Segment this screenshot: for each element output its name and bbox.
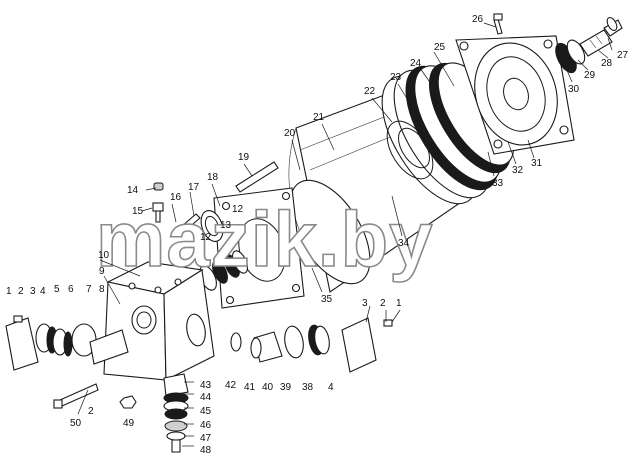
callout-14: 14: [127, 185, 139, 196]
bolt-26: [493, 13, 503, 35]
callout-24: 24: [410, 58, 422, 69]
callout-47: 47: [200, 433, 212, 444]
callout-48: 48: [200, 445, 212, 456]
callout-21: 21: [313, 112, 325, 123]
callout-2-left: 2: [18, 286, 24, 297]
callout-45: 45: [200, 406, 212, 417]
callout-labels: 26 25 24 23 22 21 20 19 18 17 16 15 14 1…: [6, 14, 629, 456]
bottom-valve-stack: [163, 373, 189, 453]
callout-5: 5: [54, 284, 60, 295]
callout-12-bottom: 12: [200, 232, 212, 243]
callout-42: 42: [225, 380, 237, 391]
nipple-14-15: [152, 182, 164, 223]
rod-end-fitting: [555, 16, 623, 74]
callout-16: 16: [170, 192, 182, 203]
callout-10: 10: [98, 250, 110, 261]
callout-35: 35: [321, 294, 333, 305]
end-flange-plate: [455, 35, 575, 155]
callout-30: 30: [568, 84, 580, 95]
callout-39: 39: [280, 382, 292, 393]
callout-31: 31: [531, 158, 543, 169]
callout-32: 32: [512, 165, 524, 176]
callout-15: 15: [132, 206, 144, 217]
leader-lines: [77, 22, 613, 447]
tie-rod-19: [235, 161, 279, 193]
bolt-50: [53, 383, 99, 409]
callout-50: 50: [70, 418, 82, 429]
callout-4-left: 4: [40, 286, 46, 297]
callout-26: 26: [472, 14, 484, 25]
callout-6: 6: [68, 284, 74, 295]
callout-8: 8: [99, 284, 105, 295]
right-lower-stack: [230, 317, 393, 373]
callout-41: 41: [244, 382, 256, 393]
callout-1-left: 1: [6, 286, 12, 297]
callout-7: 7: [86, 284, 92, 295]
callout-28: 28: [601, 58, 613, 69]
callout-3-right: 3: [362, 298, 368, 309]
callout-19: 19: [238, 152, 250, 163]
callout-49: 49: [123, 418, 135, 429]
callout-27: 27: [617, 50, 629, 61]
callout-9: 9: [99, 266, 105, 277]
callout-33: 33: [492, 178, 504, 189]
callout-34: 34: [398, 238, 410, 249]
callout-43: 43: [200, 380, 212, 391]
callout-12-top: 12: [232, 204, 244, 215]
callout-46: 46: [200, 420, 212, 431]
callout-1-right: 1: [396, 298, 402, 309]
callout-3-left: 3: [30, 286, 36, 297]
pin-17: [173, 213, 201, 237]
callout-22: 22: [364, 86, 376, 97]
watermark-text: mazik.by: [96, 195, 433, 283]
seal-parts-12-13: [199, 210, 248, 291]
callout-25: 25: [434, 42, 446, 53]
callout-29: 29: [584, 70, 596, 81]
callout-4-right: 4: [328, 382, 334, 393]
callout-44: 44: [200, 392, 212, 403]
callout-23: 23: [390, 72, 402, 83]
left-end-plate: [213, 187, 305, 309]
callout-13: 13: [220, 220, 232, 231]
nut-49: [119, 395, 137, 409]
callout-40: 40: [262, 382, 274, 393]
callout-2-bottom: 2: [88, 406, 94, 417]
callout-38: 38: [302, 382, 314, 393]
callout-2-right: 2: [380, 298, 386, 309]
callout-20: 20: [284, 128, 296, 139]
left-seal-stack: [5, 315, 129, 371]
callout-18: 18: [207, 172, 219, 183]
callout-17: 17: [188, 182, 200, 193]
